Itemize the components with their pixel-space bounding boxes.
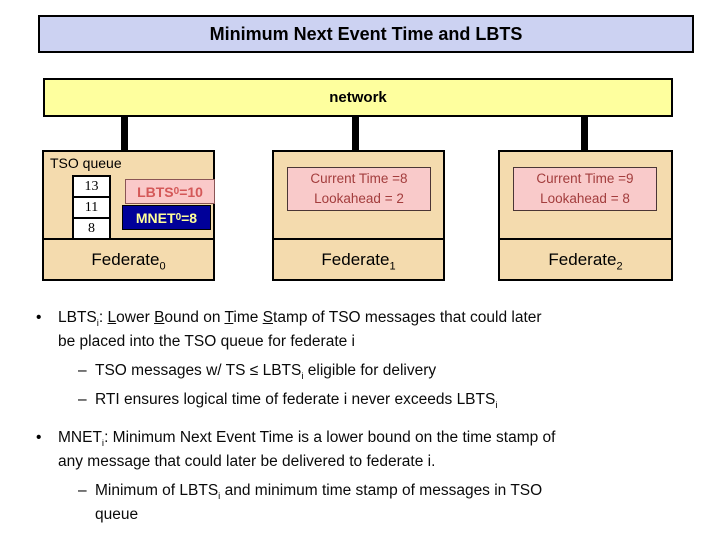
connector-line-federate1 <box>352 117 359 153</box>
tso-queue-label: TSO queue <box>50 155 122 171</box>
federate1-label: Federate1 <box>274 238 443 279</box>
bullet-lbts-definition: LBTSi: Lower Bound on Time Stamp of TSO … <box>58 309 542 350</box>
connector-line-federate0 <box>121 117 128 153</box>
network-label: network <box>329 89 387 106</box>
bullet-marker: • <box>36 309 42 326</box>
dash-marker: – <box>78 391 87 408</box>
network-bar: network <box>43 78 673 117</box>
slide-title-bar: Minimum Next Event Time and LBTS <box>38 15 694 53</box>
subbullet-tso-eligible: TSO messages w/ TS ≤ LBTSi eligible for … <box>95 362 437 383</box>
bullet-mnet-definition: MNETi: Minimum Next Event Time is a lowe… <box>58 429 556 470</box>
federate2-label: Federate2 <box>500 238 671 279</box>
dash-marker: – <box>78 482 87 499</box>
tso-queue-cell: 13 <box>74 177 109 196</box>
tso-queue-cell: 11 <box>74 196 109 217</box>
connector-line-federate2 <box>581 117 588 153</box>
tso-queue: 13 11 8 <box>72 175 111 240</box>
subbullet-rti-ensures: RTI ensures logical time of federate i n… <box>95 391 498 412</box>
federate0-label: Federate0 <box>44 238 213 279</box>
dash-marker: – <box>78 362 87 379</box>
tso-queue-cell: 8 <box>74 217 109 238</box>
bullet-marker: • <box>36 429 42 446</box>
slide-title: Minimum Next Event Time and LBTS <box>209 23 523 44</box>
subbullet-minimum-of: Minimum of LBTSi and minimum time stamp … <box>95 482 543 523</box>
